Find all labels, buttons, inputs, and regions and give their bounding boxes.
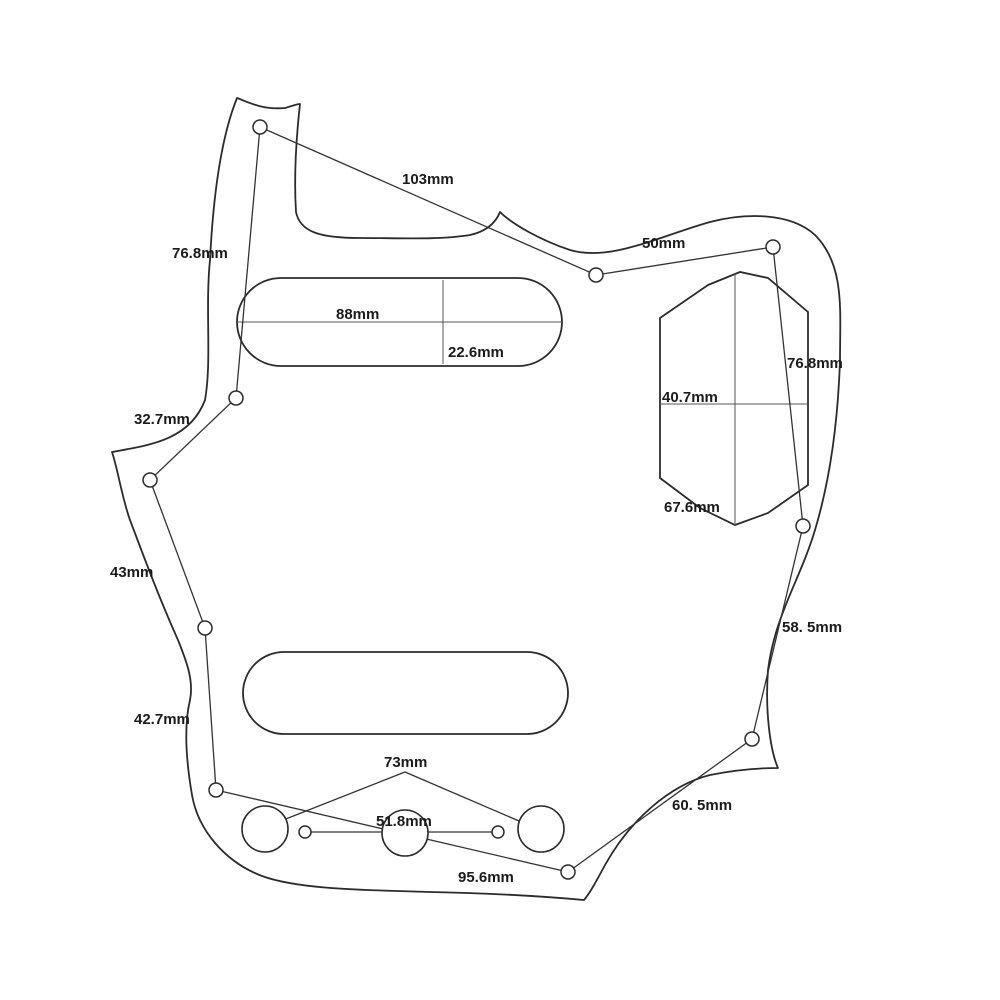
- screw-hole: [588, 267, 604, 283]
- label-knob-inner-span: 51.8mm: [376, 813, 432, 830]
- knob-hole-left: [241, 805, 289, 853]
- label-left-lower: 42.7mm: [134, 711, 190, 728]
- screw-hole: [795, 518, 811, 534]
- label-pickup-height: 22.6mm: [448, 344, 504, 361]
- label-left-middle: 43mm: [110, 564, 153, 581]
- label-knob-span: 73mm: [384, 754, 427, 771]
- label-right-lower: 58. 5mm: [782, 619, 842, 636]
- small-hole-right: [491, 825, 505, 839]
- knob-hole-middle: [381, 809, 429, 857]
- label-right-vertical: 76.8mm: [787, 355, 843, 372]
- screw-hole: [560, 864, 576, 880]
- screw-hole: [142, 472, 158, 488]
- knob-hole-right: [517, 805, 565, 853]
- screw-holes: [142, 119, 811, 880]
- label-cavity-height: 67.6mm: [664, 499, 720, 516]
- screw-hole: [197, 620, 213, 636]
- label-upper-right-span: 50mm: [642, 235, 685, 252]
- label-pickup-width: 88mm: [336, 306, 379, 323]
- screw-hole: [252, 119, 268, 135]
- pickguard-outline: [111, 97, 842, 901]
- control-cavity: [659, 271, 809, 526]
- dimension-path-main: [259, 126, 804, 873]
- pickup-cutout-lower: [242, 651, 569, 735]
- label-top-span: 103mm: [402, 171, 454, 188]
- label-cavity-width: 40.7mm: [662, 389, 718, 406]
- screw-hole: [228, 390, 244, 406]
- label-lower-right-diag: 60. 5mm: [672, 797, 732, 814]
- dimension-path-left: [149, 126, 569, 873]
- screw-hole: [208, 782, 224, 798]
- knob-span-line: [267, 771, 541, 831]
- screw-hole: [765, 239, 781, 255]
- screw-hole: [744, 731, 760, 747]
- label-bottom-span: 95.6mm: [458, 869, 514, 886]
- label-left-short: 32.7mm: [134, 411, 190, 428]
- small-hole-left: [298, 825, 312, 839]
- label-left-upper: 76.8mm: [172, 245, 228, 262]
